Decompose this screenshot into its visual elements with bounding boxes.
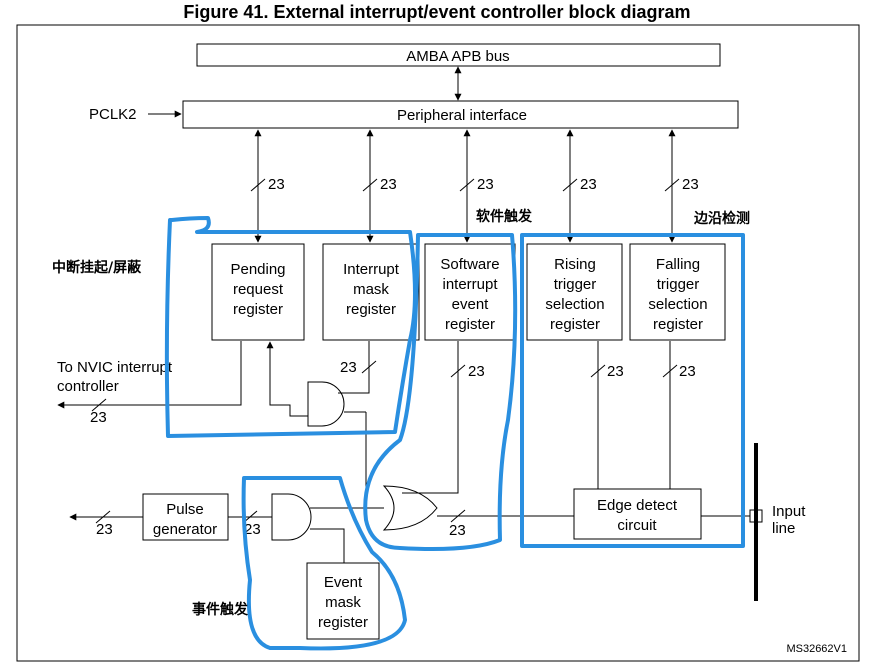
falling-trigger-selection-register [629,243,726,341]
event-and-gate [271,493,312,541]
bus-width-label: 23 [96,521,113,538]
bus-width-label: 23 [679,363,696,380]
event-mask-wire [310,528,345,563]
pending-request-register [211,243,305,341]
bus-width-label: 23 [90,409,107,426]
peripheral-interface [182,100,739,129]
event-mask-register [306,562,380,640]
highlight-annotations [164,216,745,651]
annotation-interrupt-pending-mask: 中断挂起/屏蔽 [52,259,142,276]
edge-detect-label: Edge detect [597,497,678,514]
diagram-frame [16,24,860,662]
falling-register-label: selection [648,296,707,313]
bus-width-label: 23 [682,176,699,193]
input-line-label: line [772,520,795,537]
input-line-label: Input [772,503,806,520]
edge-detect-label: circuit [617,517,657,534]
interrupt-mask-label: register [346,301,396,318]
bus-width-label: 23 [340,359,357,376]
pulse-generator-label: Pulse [166,501,204,518]
interrupt-mask-register [322,243,420,341]
software-register-wire [402,341,459,494]
pulse-generator-label: generator [153,521,217,538]
figure-title: Figure 41. External interrupt/event cont… [183,2,690,22]
nvic-label: To NVIC interrupt [57,359,173,376]
pending-register-label: Pending [230,261,285,278]
bus-width-label: 23 [468,363,485,380]
or-gate [382,485,438,531]
bus-width-label: 23 [449,522,466,539]
pending-register-label: request [233,281,284,298]
interrupt-mask-label: Interrupt [343,261,400,278]
highlight-event-region [241,476,407,651]
annotation-edge-detect: 边沿检测 [693,210,750,227]
edge-detect-circuit [573,488,702,540]
falling-register-label: trigger [657,276,700,293]
amba-apb-bus-label: AMBA APB bus [406,48,509,65]
or-output-wire [365,500,384,509]
pending-register-label: register [233,301,283,318]
pulse-generator [142,493,229,541]
falling-register-label: Falling [656,256,700,273]
nvic-label: controller [57,378,119,395]
event-mask-label: Event [324,574,363,591]
bus-width-label: 23 [380,176,397,193]
software-interrupt-event-register [424,243,516,341]
interrupt-and-gate [307,381,345,427]
bus-width-label: 23 [477,176,494,193]
software-register-label: Software [440,256,499,273]
nvic-output-wire [57,341,242,409]
event-mask-label: mask [325,594,361,611]
reference-code: MS32662V1 [786,643,847,655]
highlight-edge-region [520,233,745,548]
rising-trigger-selection-register [526,243,623,341]
peripheral-interface-label: Peripheral interface [397,107,527,124]
software-register-label: interrupt [442,276,498,293]
pending-set-wire [266,341,308,417]
bus-width-label: 23 [268,176,285,193]
pclk2-label: PCLK2 [89,106,137,123]
falling-register-label: register [653,316,703,333]
annotation-software-trigger: 软件触发 [476,208,533,225]
rising-register-label: trigger [554,276,597,293]
rising-register-label: register [550,316,600,333]
annotation-event-trigger: 事件触发 [192,601,249,618]
interrupt-mask-label: mask [353,281,389,298]
bus-width-label: 23 [580,176,597,193]
amba-apb-bus [196,43,721,67]
rising-register-label: selection [545,296,604,313]
software-register-label: register [445,316,495,333]
interrupt-mask-wire [338,341,370,394]
register-bus-connectors [250,129,680,243]
highlight-software-region [363,233,518,551]
highlight-interrupt-region [164,216,417,438]
event-mask-label: register [318,614,368,631]
software-register-label: event [452,296,490,313]
rising-register-label: Rising [554,256,596,273]
bus-width-label: 23 [244,521,261,538]
bus-width-label: 23 [607,363,624,380]
